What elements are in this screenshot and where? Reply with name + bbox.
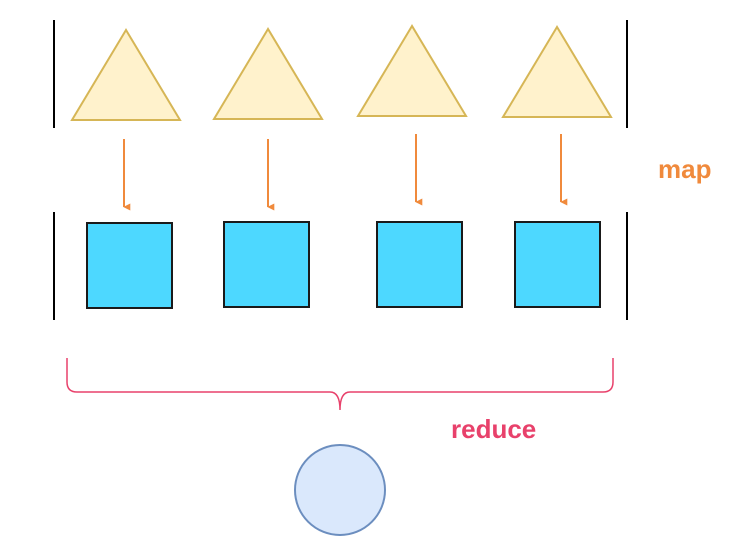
mapped-square [514, 221, 601, 308]
reduce-result-circle [294, 444, 386, 536]
reduce-label: reduce [451, 414, 537, 444]
map-label: map [658, 154, 712, 184]
input-triangle [70, 28, 182, 121]
mapped-square [86, 222, 173, 309]
input-triangle [356, 24, 468, 117]
mapped-square [223, 221, 310, 308]
input-triangle [501, 25, 613, 118]
mapped-square [376, 221, 463, 308]
reduce-brace [66, 358, 614, 411]
input-triangle [212, 27, 324, 120]
